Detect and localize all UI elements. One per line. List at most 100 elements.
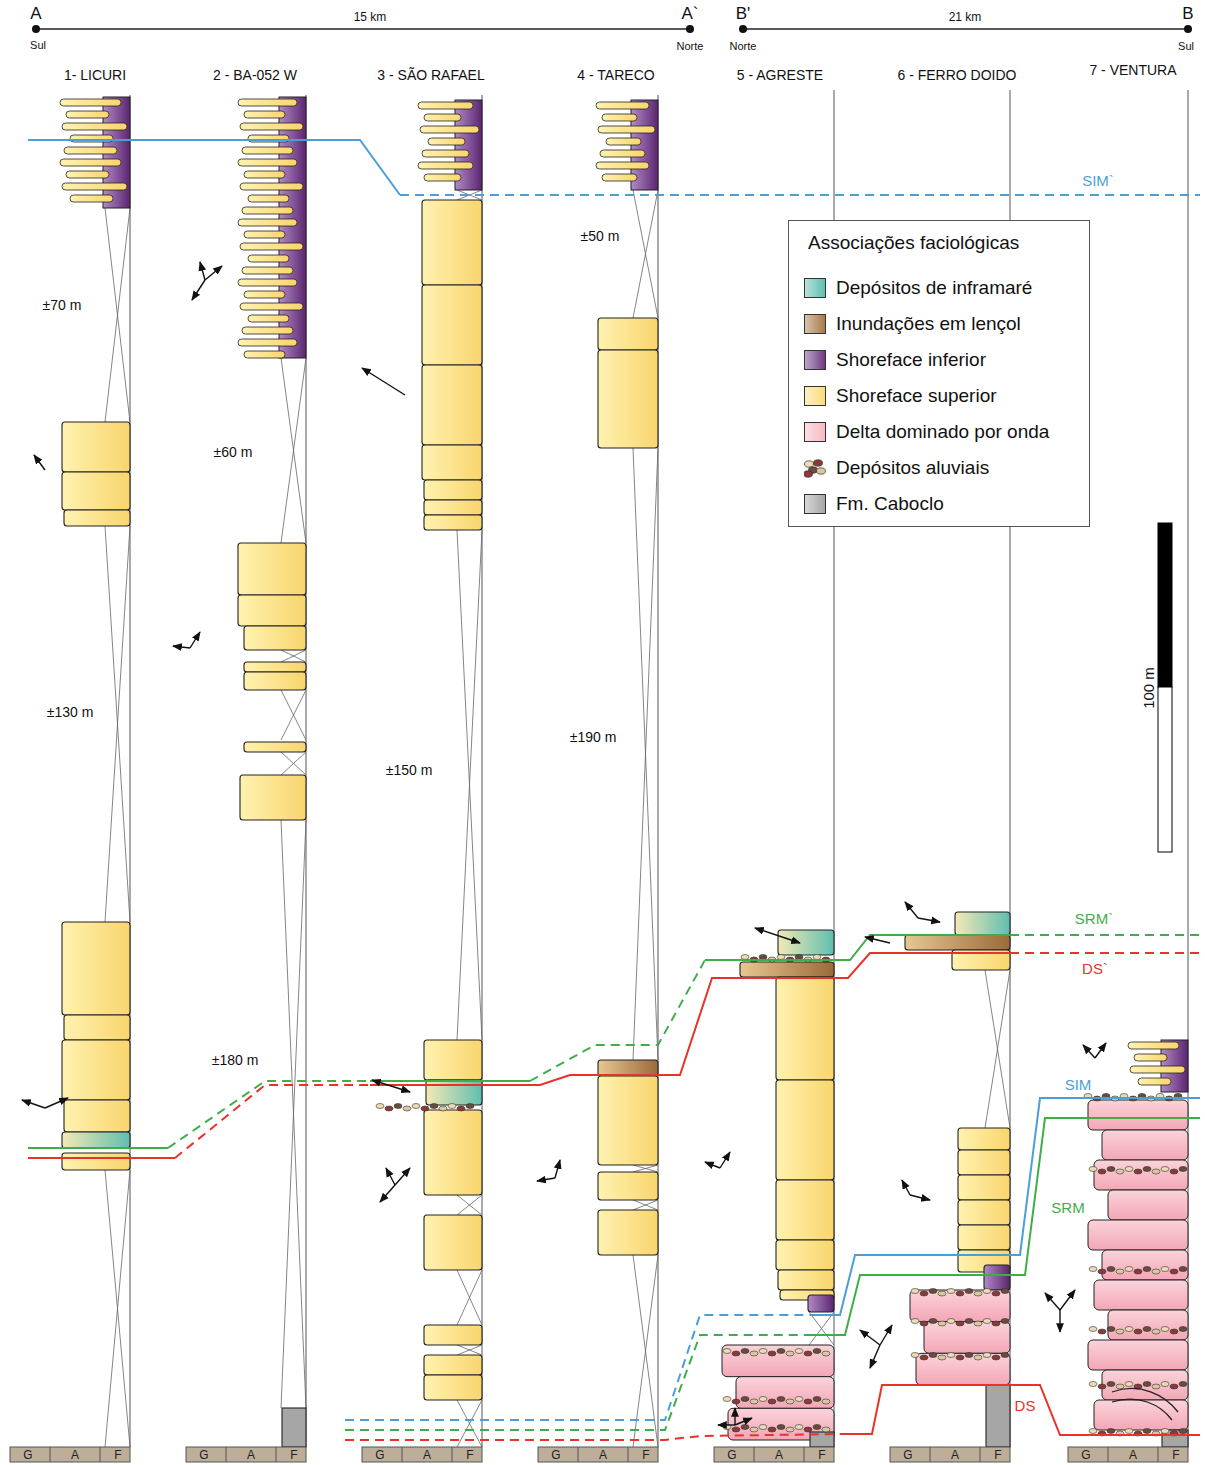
pebble xyxy=(1152,1384,1160,1389)
grain-size-code: F xyxy=(642,1449,649,1461)
pebble xyxy=(947,1289,955,1294)
sand-lens xyxy=(242,147,293,154)
column-name: 3 - SÃO RAFAEL xyxy=(377,68,484,82)
pebble xyxy=(1116,1329,1124,1334)
grain-size-code: F xyxy=(114,1449,121,1461)
sand-lens xyxy=(1134,1054,1167,1061)
grain-size-code: A xyxy=(71,1449,79,1461)
sand-lens xyxy=(238,159,297,166)
pebble xyxy=(822,1427,830,1432)
sand-lens xyxy=(238,279,297,286)
correlation-surface xyxy=(1010,934,1200,936)
pebble xyxy=(929,1319,937,1324)
upper-shoreface-bed xyxy=(424,1040,482,1080)
subtidal-bed xyxy=(955,912,1010,935)
pebble xyxy=(911,1289,919,1294)
sand-lens xyxy=(238,339,297,346)
pebble xyxy=(430,1104,438,1109)
upper-shoreface-bed xyxy=(776,977,834,1080)
scale-divider xyxy=(402,1447,403,1462)
paleocurrent-arrow xyxy=(1059,1310,1060,1332)
pebble xyxy=(1098,1384,1106,1389)
upper-shoreface-bed xyxy=(598,1172,658,1200)
pebble xyxy=(992,1291,1000,1296)
upper-shoreface-bed xyxy=(244,662,306,672)
paleocurrent-arrow xyxy=(1045,1293,1060,1310)
lower-shoreface-bed xyxy=(808,1295,834,1312)
pebble xyxy=(1089,1327,1097,1332)
correlation-surface xyxy=(370,1080,530,1082)
pebble xyxy=(1089,1382,1097,1387)
pebble xyxy=(1125,1167,1133,1172)
grain-size-code: A xyxy=(1129,1449,1137,1461)
grain-size-scale xyxy=(890,1447,1010,1462)
lithologic-column xyxy=(714,90,834,1462)
grain-size-code: G xyxy=(1081,1449,1090,1461)
grain-size-scale xyxy=(538,1447,658,1462)
delta-bed xyxy=(722,1345,834,1377)
pebble xyxy=(759,1425,767,1430)
covered-interval xyxy=(985,970,1010,1128)
sand-lens xyxy=(240,183,303,190)
correlation-surface xyxy=(370,953,1010,1085)
sand-lens xyxy=(66,111,109,118)
pebble xyxy=(412,1104,420,1109)
upper-shoreface-bed xyxy=(424,1110,482,1195)
pebble xyxy=(1179,1267,1187,1272)
paleocurrent-arrow xyxy=(200,262,205,280)
upper-shoreface-bed xyxy=(238,595,306,626)
sand-lens xyxy=(244,231,285,238)
paleocurrent-arrow xyxy=(380,1185,395,1202)
pebble xyxy=(1107,1167,1115,1172)
pebble xyxy=(804,471,813,477)
pebble xyxy=(974,1291,982,1296)
covered-interval xyxy=(457,1345,482,1355)
legend-title: Associações faciológicas xyxy=(808,233,1019,252)
covered-interval xyxy=(633,1200,658,1210)
sand-lens xyxy=(240,123,303,130)
grain-size-code: A xyxy=(423,1449,431,1461)
column-axis xyxy=(130,95,131,1447)
pebble xyxy=(1001,1353,1009,1358)
scale-dot xyxy=(686,25,694,33)
delta-bed xyxy=(1094,1400,1188,1430)
scale-label: 100 m xyxy=(1141,665,1156,711)
grain-size-code: A xyxy=(951,1449,959,1461)
pebble xyxy=(768,1399,776,1404)
pebble xyxy=(929,1289,937,1294)
pebble xyxy=(1143,1327,1151,1332)
legend-label: Shoreface superior xyxy=(836,386,997,406)
pebble xyxy=(1134,1269,1142,1274)
pebble xyxy=(1107,1382,1115,1387)
sheetflood-bed xyxy=(598,1060,658,1076)
pebble xyxy=(750,1427,758,1432)
pebble xyxy=(929,1353,937,1358)
sand-lens xyxy=(240,243,303,250)
covered-interval xyxy=(457,1270,482,1325)
legend-entry: Inundações em lençol xyxy=(789,313,1089,335)
correlation-surface xyxy=(400,194,1200,196)
surface-label: SRM xyxy=(1049,1200,1086,1215)
pebble xyxy=(1179,1167,1187,1172)
pebble xyxy=(466,1104,474,1109)
covered-interval xyxy=(281,358,306,543)
covered-interval xyxy=(633,1255,658,1447)
upper-shoreface-bed xyxy=(422,365,482,445)
pebble xyxy=(795,955,803,960)
column-name: 5 - AGRESTE xyxy=(737,68,823,82)
pebble xyxy=(1143,1167,1151,1172)
covered-interval xyxy=(457,1195,482,1215)
paleocurrent-arrow xyxy=(395,1168,410,1185)
scale-divider xyxy=(628,1447,629,1462)
upper-shoreface-bed xyxy=(958,1128,1010,1150)
sand-lens xyxy=(242,207,293,214)
delta-bed xyxy=(910,1290,1010,1322)
upper-shoreface-bed xyxy=(778,1270,834,1290)
legend-swatch xyxy=(804,422,826,442)
pebble xyxy=(421,1106,429,1111)
sand-lens xyxy=(240,303,303,310)
sand-lens xyxy=(244,291,285,298)
sand-lens xyxy=(248,315,289,322)
pebble xyxy=(992,1321,1000,1326)
paleocurrent-arrow xyxy=(880,1325,892,1345)
